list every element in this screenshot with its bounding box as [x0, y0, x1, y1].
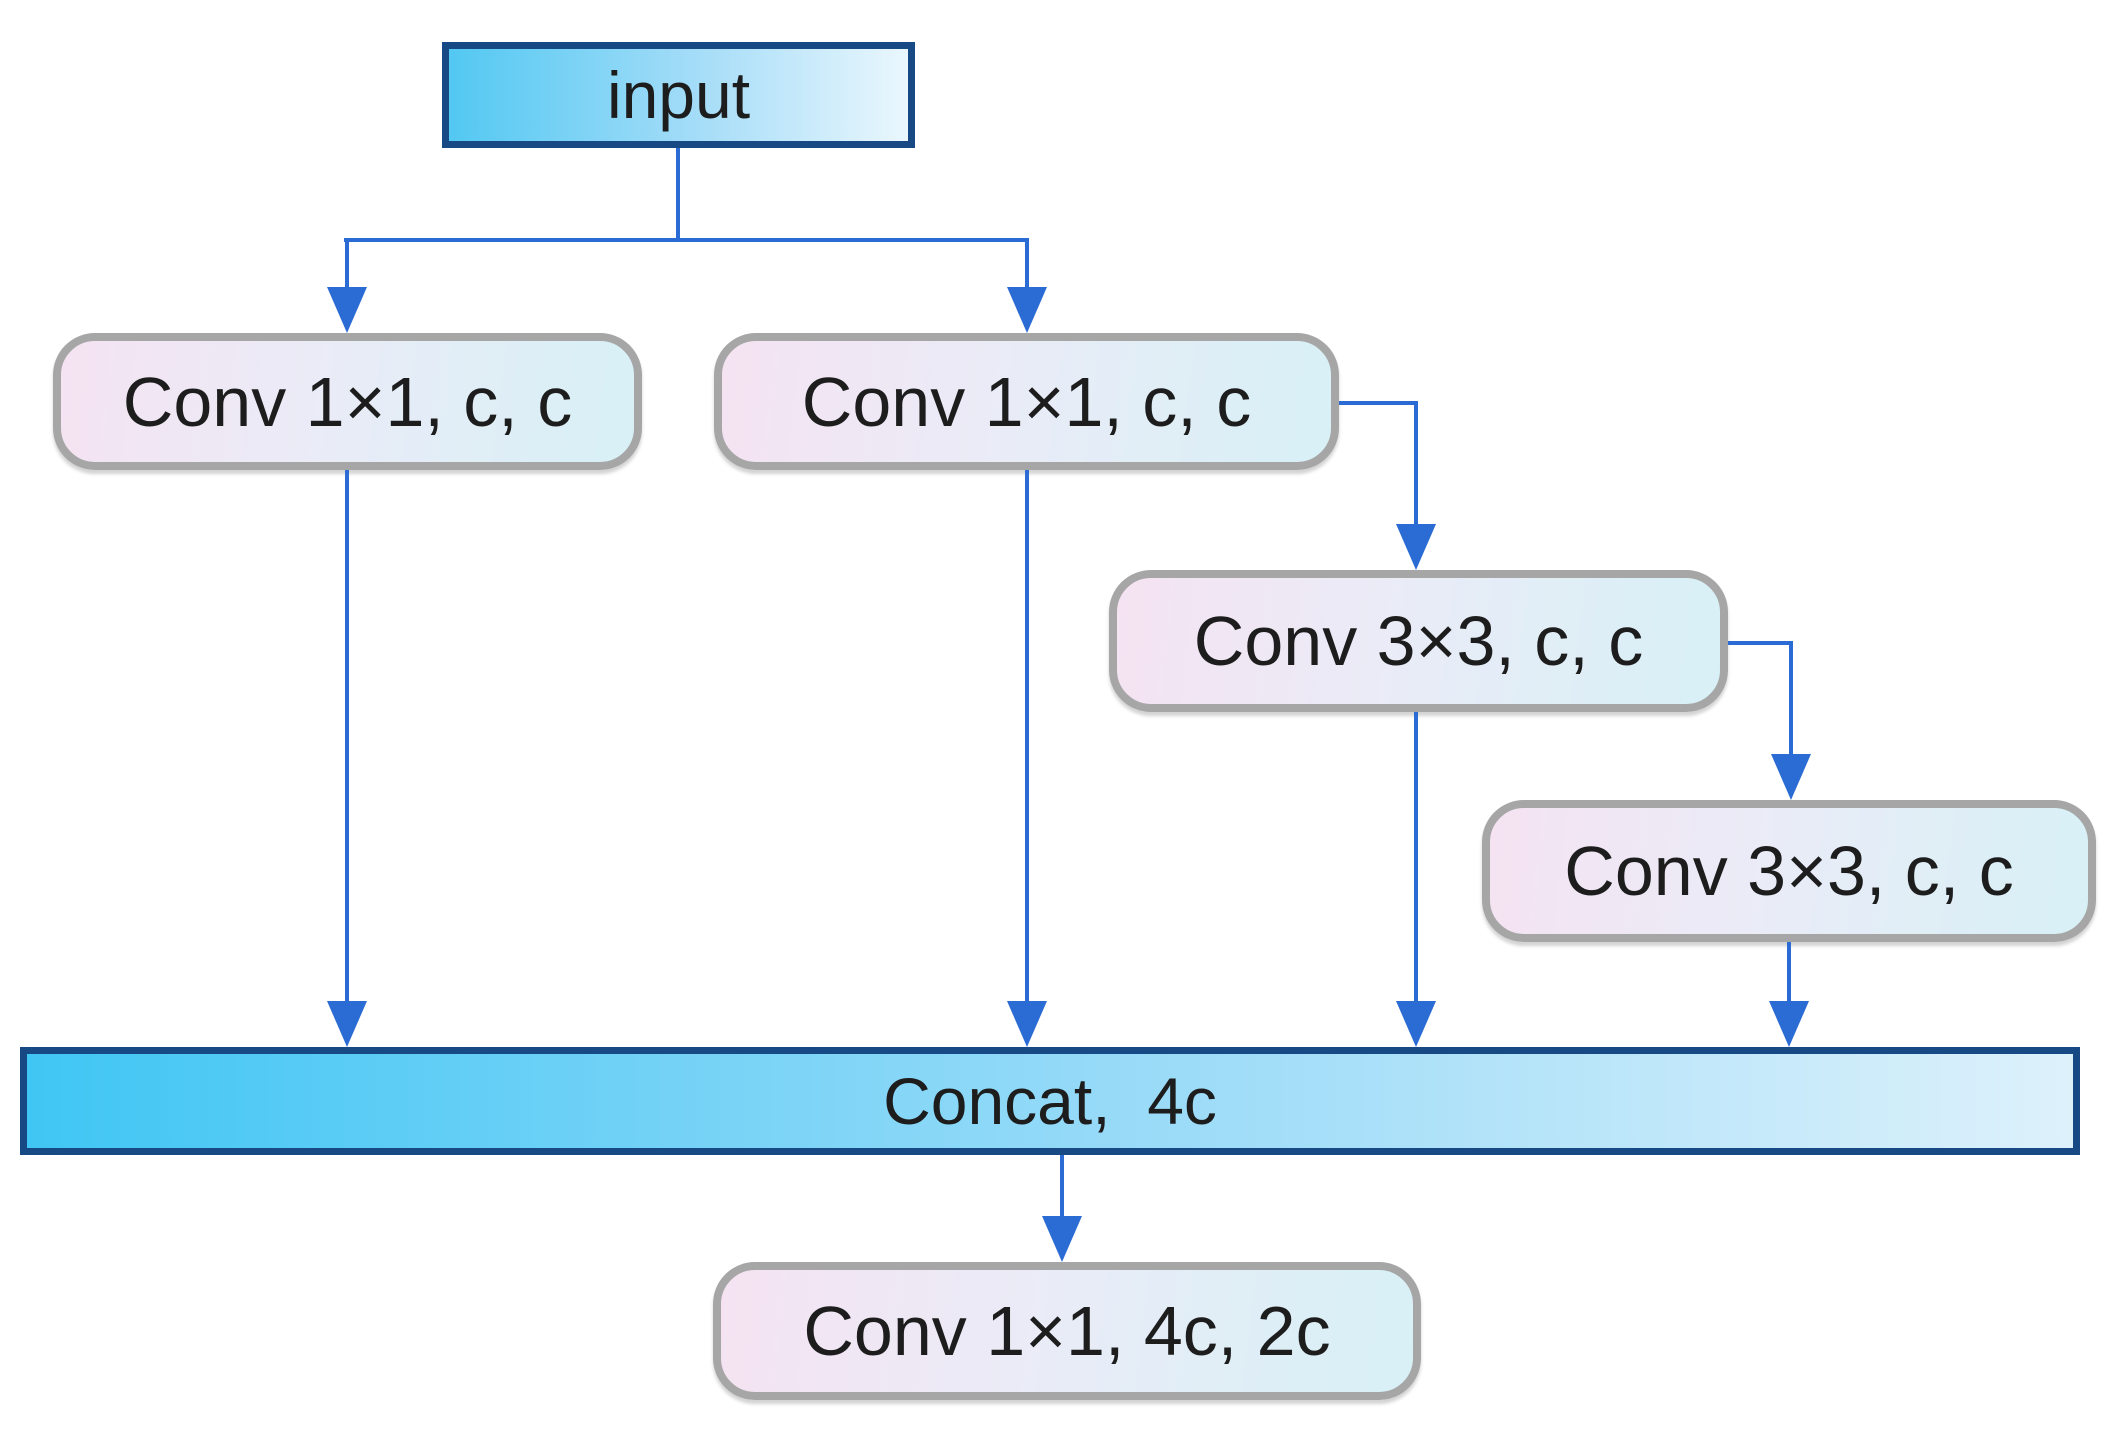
- node-conv3x3-first: Conv 3×3, c, c: [1109, 570, 1728, 712]
- edge-input-split-line: [344, 238, 1029, 242]
- edge-conv3x3-first-to-concat-line: [1414, 712, 1418, 1003]
- arrowhead-concat-branch1-icon: [327, 1001, 367, 1047]
- arrowhead-into-conv3x3-second-icon: [1771, 754, 1811, 800]
- node-conv3x3-first-label: Conv 3×3, c, c: [1193, 602, 1644, 680]
- node-conv-out: Conv 1×1, 4c, 2c: [713, 1262, 1421, 1400]
- edge-conv1x1-mid-to-conv3x3-first-hline: [1339, 401, 1418, 405]
- edge-conv3x3-first-to-second-vline: [1789, 641, 1793, 754]
- arrowhead-into-conv1x1-left-icon: [327, 287, 367, 333]
- edge-conv1x1-mid-to-concat-line: [1025, 470, 1029, 1003]
- edge-conv3x3-first-to-second-hline: [1728, 641, 1793, 645]
- edge-conv1x1-mid-to-conv3x3-first-vline: [1414, 401, 1418, 526]
- node-input: input: [442, 42, 915, 148]
- arrowhead-concat-branch4-icon: [1769, 1001, 1809, 1047]
- arrowhead-into-conv-out-icon: [1042, 1216, 1082, 1262]
- edge-input-to-conv1x1-mid-line: [1025, 238, 1029, 290]
- edge-conv1x1-left-to-concat-line: [345, 470, 349, 1003]
- node-conv3x3-second-label: Conv 3×3, c, c: [1564, 832, 2014, 910]
- node-conv1x1-mid: Conv 1×1, c, c: [714, 333, 1339, 470]
- arrowhead-concat-branch3-icon: [1396, 1001, 1436, 1047]
- node-concat: Concat, 4c: [20, 1047, 2080, 1155]
- node-conv-out-label: Conv 1×1, 4c, 2c: [803, 1292, 1331, 1370]
- node-input-label: input: [606, 58, 751, 132]
- edge-concat-to-conv-out-line: [1060, 1155, 1064, 1217]
- node-conv1x1-left: Conv 1×1, c, c: [53, 333, 642, 470]
- node-conv1x1-left-label: Conv 1×1, c, c: [122, 362, 573, 441]
- edge-input-stem-line: [676, 148, 680, 240]
- node-concat-label: Concat, 4c: [883, 1064, 1217, 1138]
- arrowhead-into-conv1x1-mid-icon: [1007, 287, 1047, 333]
- edge-input-to-conv1x1-left-line: [345, 238, 349, 290]
- node-conv3x3-second: Conv 3×3, c, c: [1482, 800, 2096, 942]
- arrowhead-into-conv3x3-first-icon: [1396, 524, 1436, 570]
- edge-conv3x3-second-to-concat-line: [1787, 942, 1791, 1003]
- node-conv1x1-mid-label: Conv 1×1, c, c: [801, 362, 1252, 441]
- arrowhead-concat-branch2-icon: [1007, 1001, 1047, 1047]
